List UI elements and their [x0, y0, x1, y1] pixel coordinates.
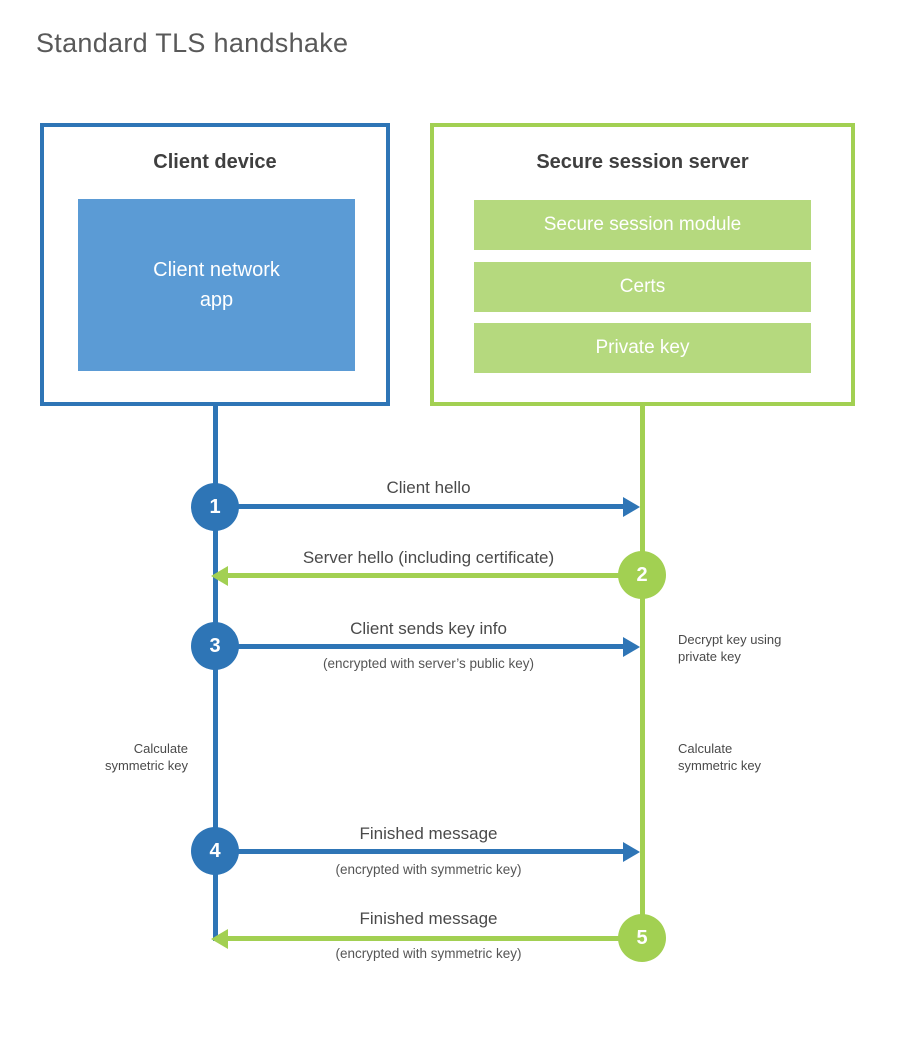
calculate-symmetric-key-right: Calculate symmetric key	[678, 741, 762, 773]
server-module-secure-session: Secure session module	[474, 200, 811, 250]
step5-circle: 5	[618, 914, 666, 962]
secure-session-server-box: Secure session server Secure session mod…	[430, 123, 855, 406]
page-title: Standard TLS handshake	[36, 28, 349, 58]
step3-arrowhead-right-icon	[623, 637, 640, 657]
step2-label: Server hello (including certificate)	[302, 548, 555, 567]
client-device-title: Client device	[153, 151, 277, 173]
step5-label: Finished message	[359, 909, 498, 928]
step2-arrow-line	[226, 573, 625, 578]
server-module-private-key: Private key	[474, 323, 811, 373]
server-module-label: Certs	[619, 276, 666, 297]
decrypt-key-note: Decrypt key using private key	[678, 632, 782, 664]
step3-circle: 3	[191, 622, 239, 670]
step1-arrow-line	[217, 504, 625, 509]
server-lifeline	[640, 406, 645, 938]
step1-label: Client hello	[386, 478, 471, 497]
step2-circle: 2	[618, 551, 666, 599]
calculate-symmetric-key-left: Calculate symmetric key	[104, 741, 188, 773]
client-lifeline	[213, 406, 218, 941]
client-device-box: Client device Client network app	[40, 123, 390, 406]
step3-sublabel: (encrypted with server’s public key)	[322, 656, 535, 671]
step1-arrowhead-right-icon	[623, 497, 640, 517]
step4-label: Finished message	[359, 824, 498, 843]
step1-circle: 1	[191, 483, 239, 531]
step3-label: Client sends key info	[350, 619, 507, 638]
server-module-label: Private key	[595, 337, 690, 358]
server-module-label: Secure session module	[543, 214, 742, 235]
client-network-app-label: Client network app	[153, 259, 280, 311]
secure-session-server-title: Secure session server	[536, 151, 749, 173]
step4-arrow-line	[217, 849, 625, 854]
step4-sublabel: (encrypted with symmetric key)	[335, 862, 522, 877]
server-module-certs: Certs	[474, 262, 811, 312]
step5-arrow-line	[226, 936, 625, 941]
step5-sublabel: (encrypted with symmetric key)	[335, 946, 522, 961]
step5-arrowhead-left-icon	[211, 929, 228, 949]
client-network-app-box: Client network app	[78, 199, 355, 371]
step4-circle: 4	[191, 827, 239, 875]
step4-arrowhead-right-icon	[623, 842, 640, 862]
step2-arrowhead-left-icon	[211, 566, 228, 586]
step3-arrow-line	[217, 644, 625, 649]
